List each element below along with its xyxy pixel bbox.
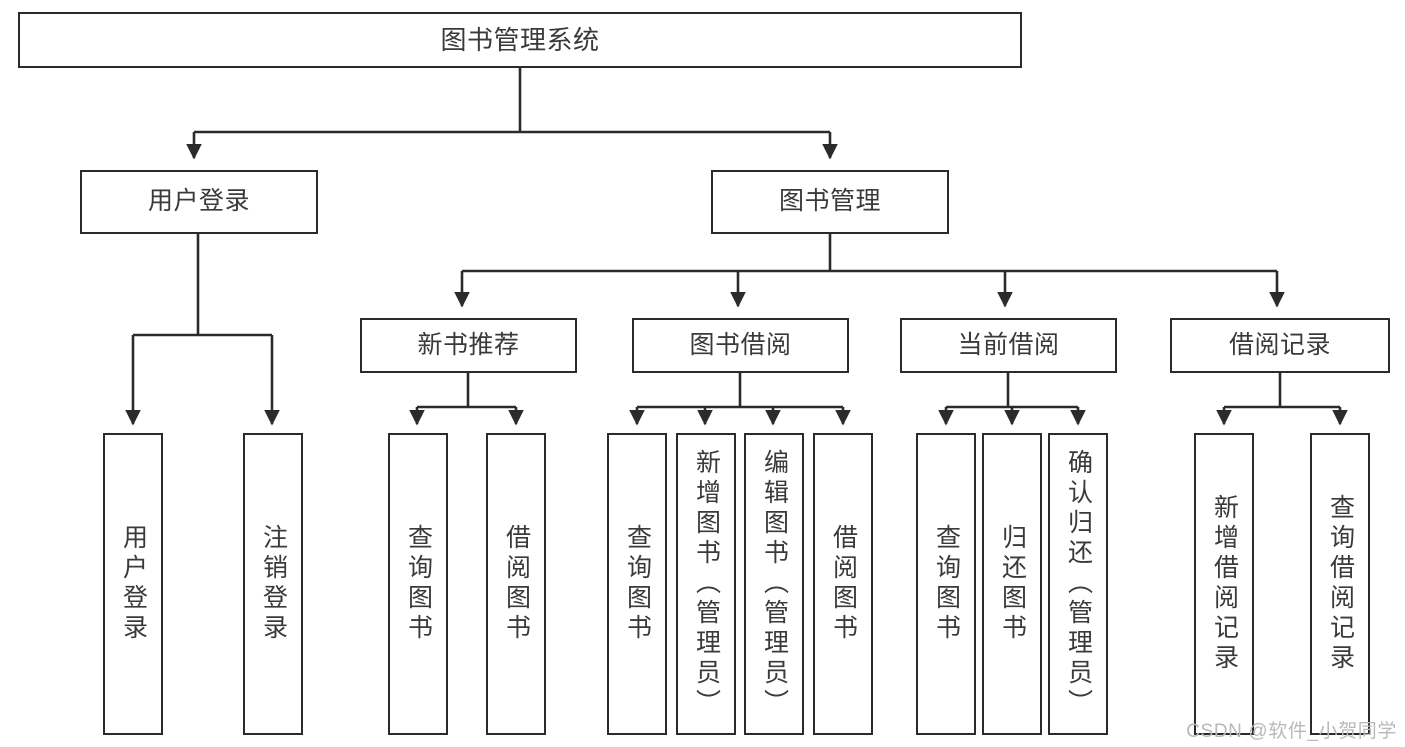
node-root-system[interactable]: 图书管理系统 bbox=[18, 12, 1022, 68]
node-current-borrow[interactable]: 当前借阅 bbox=[900, 318, 1117, 373]
node-book-management[interactable]: 图书管理 bbox=[711, 170, 949, 234]
node-label: 注销登录 bbox=[259, 524, 288, 644]
leaf-recommend-query-book[interactable]: 查询图书 bbox=[388, 433, 448, 735]
leaf-borrow-query-book[interactable]: 查询图书 bbox=[607, 433, 667, 735]
node-label: 图书管理 bbox=[778, 187, 881, 216]
node-label: 借阅图书 bbox=[502, 524, 531, 644]
node-label: 新增图书（管理员） bbox=[692, 449, 721, 719]
node-label: 图书管理系统 bbox=[440, 24, 600, 55]
leaf-current-query-book[interactable]: 查询图书 bbox=[916, 433, 976, 735]
node-label: 查询图书 bbox=[932, 524, 961, 644]
leaf-user-login-logout[interactable]: 注销登录 bbox=[243, 433, 303, 735]
node-label: 图书借阅 bbox=[689, 330, 792, 359]
node-label: 借阅图书 bbox=[829, 524, 858, 644]
node-label: 新增借阅记录 bbox=[1210, 494, 1239, 674]
node-user-login[interactable]: 用户登录 bbox=[80, 170, 318, 234]
node-label: 借阅记录 bbox=[1228, 330, 1331, 359]
node-borrow-records[interactable]: 借阅记录 bbox=[1170, 318, 1390, 373]
node-label: 当前借阅 bbox=[957, 330, 1060, 359]
leaf-user-login-login[interactable]: 用户登录 bbox=[103, 433, 163, 735]
leaf-current-confirm-return-admin[interactable]: 确认归还（管理员） bbox=[1048, 433, 1108, 735]
leaf-borrow-edit-book-admin[interactable]: 编辑图书（管理员） bbox=[744, 433, 804, 735]
leaf-current-return-book[interactable]: 归还图书 bbox=[982, 433, 1042, 735]
node-label: 确认归还（管理员） bbox=[1064, 449, 1093, 719]
leaf-recommend-borrow-book[interactable]: 借阅图书 bbox=[486, 433, 546, 735]
node-book-borrow[interactable]: 图书借阅 bbox=[632, 318, 849, 373]
node-label: 用户登录 bbox=[147, 187, 250, 216]
leaf-records-query-record[interactable]: 查询借阅记录 bbox=[1310, 433, 1370, 735]
node-new-book-recommend[interactable]: 新书推荐 bbox=[360, 318, 577, 373]
node-label: 编辑图书（管理员） bbox=[760, 449, 789, 719]
node-label: 查询图书 bbox=[404, 524, 433, 644]
leaf-borrow-add-book-admin[interactable]: 新增图书（管理员） bbox=[676, 433, 736, 735]
node-label: 查询借阅记录 bbox=[1326, 494, 1355, 674]
node-label: 新书推荐 bbox=[417, 330, 520, 359]
leaf-borrow-borrow-book[interactable]: 借阅图书 bbox=[813, 433, 873, 735]
watermark: CSDN @软件_小贺同学 bbox=[1186, 721, 1397, 742]
node-label: 查询图书 bbox=[623, 524, 652, 644]
node-label: 归还图书 bbox=[998, 524, 1027, 644]
leaf-records-add-record[interactable]: 新增借阅记录 bbox=[1194, 433, 1254, 735]
node-label: 用户登录 bbox=[119, 524, 148, 644]
